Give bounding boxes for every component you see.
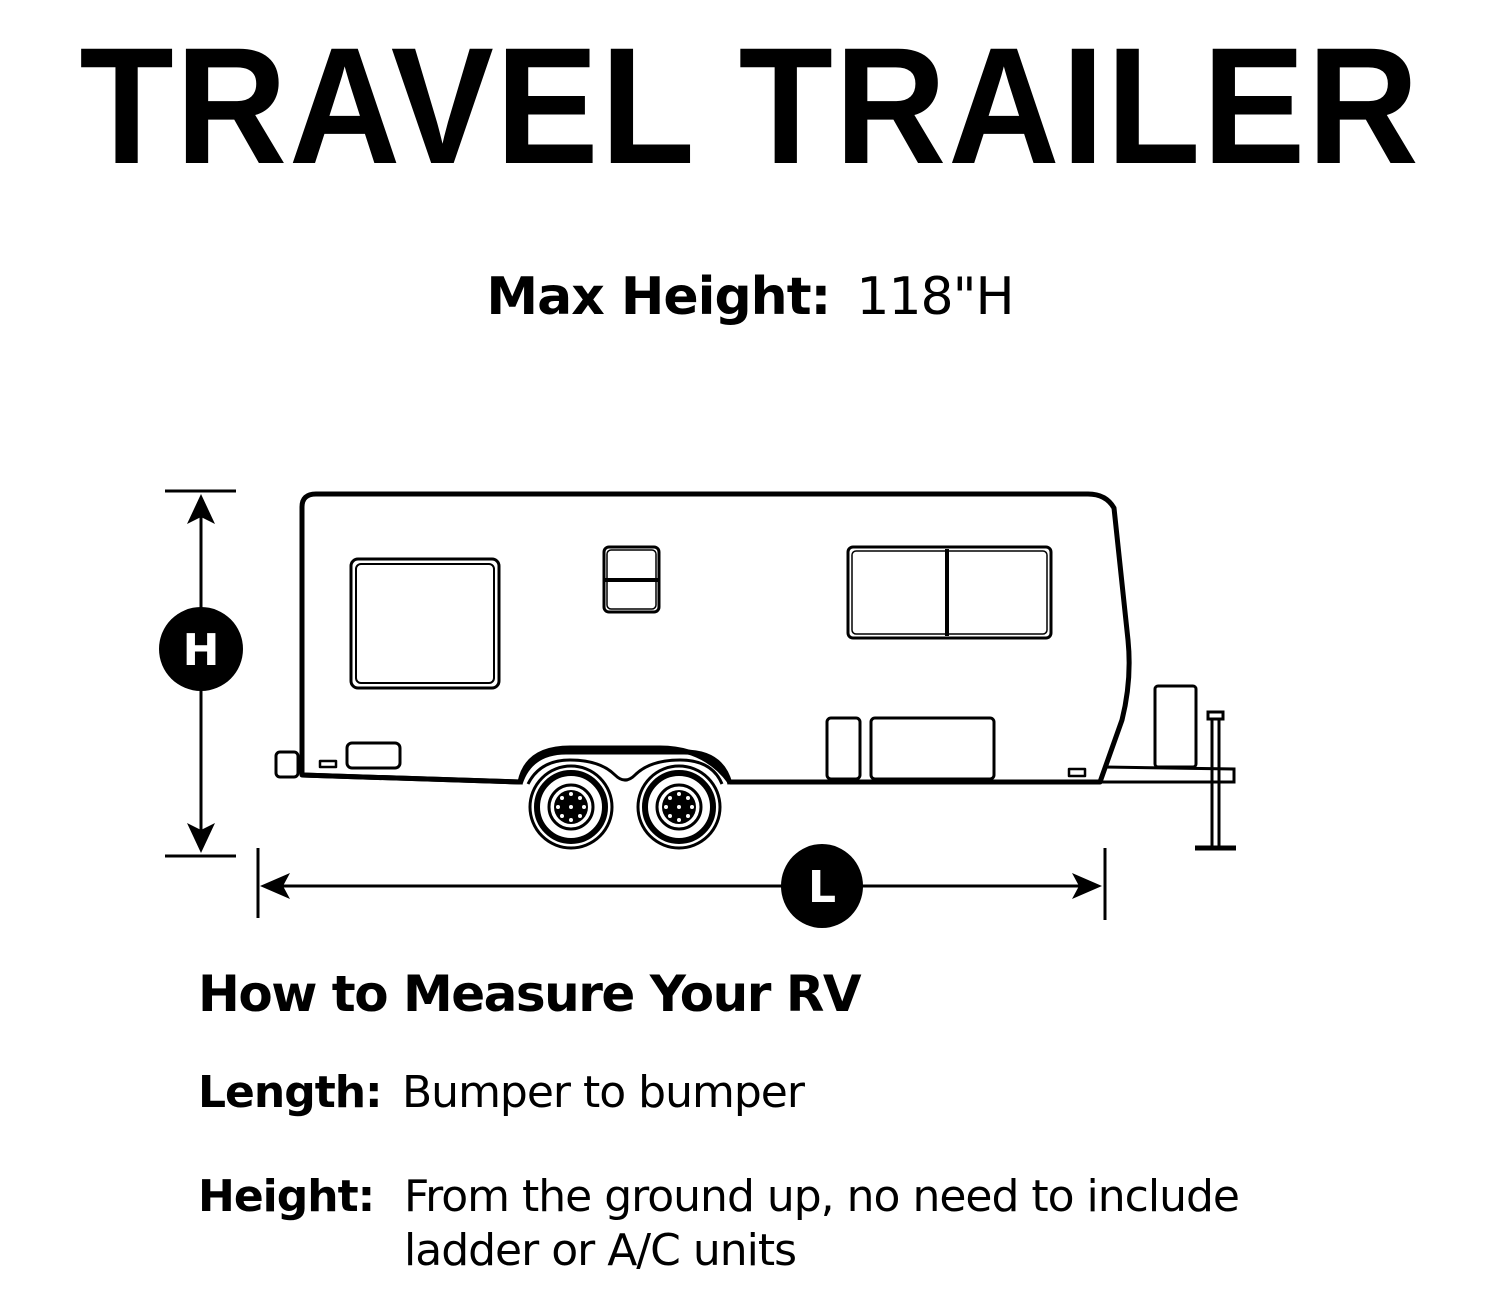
trailer-windows <box>349 545 1053 690</box>
rear-window <box>349 557 501 690</box>
trailer-body <box>274 491 1132 785</box>
length-label: Length: <box>198 1067 383 1118</box>
max-height-spec: Max Height: 118"H <box>0 262 1500 332</box>
tongue-and-jack <box>1100 684 1236 851</box>
wheel-fender <box>517 749 733 785</box>
max-height-label: Max Height: <box>486 267 831 327</box>
wheel-front <box>636 764 722 850</box>
page-title: TRAVEL TRAILER <box>79 14 1421 199</box>
wheel-rear <box>528 764 614 850</box>
front-window <box>846 545 1053 640</box>
height-marker-label: H <box>183 625 220 676</box>
storage-doors <box>825 716 996 781</box>
small-window <box>602 545 661 614</box>
instruction-length: Length: Bumper to bumper <box>198 1066 805 1120</box>
instructions-heading: How to Measure Your RV <box>198 965 862 1023</box>
max-height-value: 118"H <box>856 267 1014 327</box>
length-text: Bumper to bumper <box>402 1067 805 1118</box>
length-marker-label: L <box>808 862 836 913</box>
height-dimension <box>159 489 243 858</box>
height-text: From the ground up, no need to include l… <box>404 1171 1240 1276</box>
length-dimension <box>256 844 1107 928</box>
height-label: Height: <box>198 1171 375 1222</box>
instruction-height: Height: From the ground up, no need to in… <box>198 1170 1304 1278</box>
